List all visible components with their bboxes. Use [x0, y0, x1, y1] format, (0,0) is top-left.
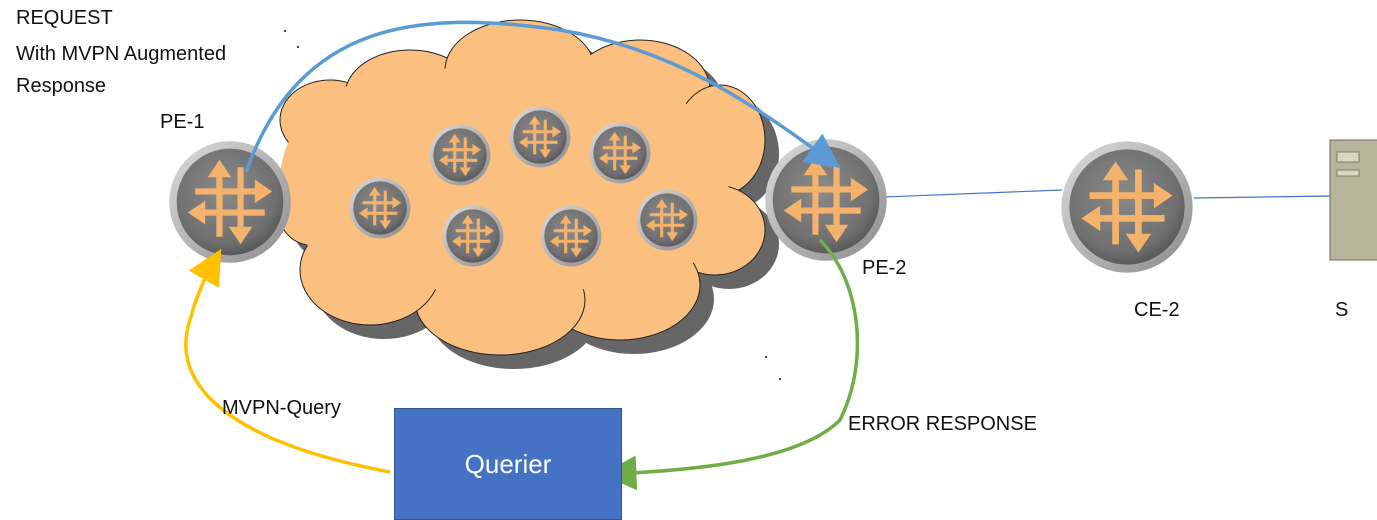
error-response-label: ERROR RESPONSE	[848, 413, 1037, 435]
router-icon	[589, 122, 651, 184]
stray-dot	[297, 46, 299, 48]
request-label-line2: With MVPN Augmented	[16, 43, 227, 65]
source-label: S	[1335, 299, 1349, 321]
link-ce2-s	[1193, 195, 1333, 199]
stray-dot	[765, 356, 767, 358]
querier-box: Querier	[394, 408, 622, 520]
server-icon	[1329, 139, 1377, 261]
mvpn-query-arrow	[184, 248, 391, 474]
pe1-label: PE-1	[160, 111, 205, 133]
router-icon	[540, 205, 602, 267]
ce2-label: CE-2	[1134, 299, 1180, 321]
router-icon	[349, 177, 411, 239]
router-icon	[509, 106, 571, 168]
request-label-line1: REQUEST	[16, 7, 113, 29]
link-pe2-ce2	[883, 189, 1063, 198]
mvpn-query-label: MVPN-Query	[222, 397, 341, 419]
querier-label: Querier	[464, 448, 552, 479]
router-icon	[1061, 141, 1193, 273]
stray-dot	[779, 378, 781, 380]
request-arrow	[244, 20, 841, 173]
router-icon	[169, 141, 291, 263]
error-response-arrow	[601, 238, 860, 491]
router-icon	[636, 189, 698, 251]
stray-dot	[284, 30, 286, 32]
request-label-line3: Response	[16, 75, 107, 97]
router-icon	[442, 205, 504, 267]
router-icon	[429, 124, 491, 186]
pe2-label: PE-2	[862, 257, 907, 279]
